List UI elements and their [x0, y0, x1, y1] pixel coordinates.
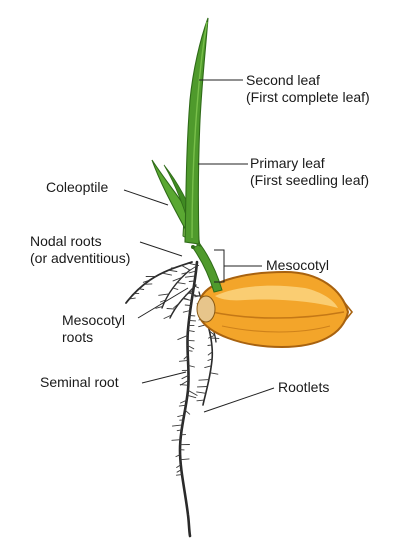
root-hair: [180, 459, 189, 460]
seminal-root: [180, 262, 197, 536]
root-hair: [185, 276, 195, 277]
root-hair: [167, 309, 175, 310]
label-mesocotyl-roots-line2: roots: [62, 329, 93, 345]
root-hair: [176, 475, 182, 476]
root-hair: [188, 390, 197, 395]
label-nodal-roots: Nodal roots (or adventitious): [30, 233, 130, 266]
root-hair: [199, 380, 209, 381]
root-hair: [179, 360, 188, 361]
root-hair: [178, 335, 188, 339]
root-hair: [189, 320, 196, 321]
label-seminal-root: Seminal root: [40, 374, 119, 390]
node: [191, 245, 195, 249]
nodal-root-left: [126, 262, 192, 303]
leader-nodal-roots: [140, 242, 182, 256]
label-rootlets: Rootlets: [278, 379, 329, 395]
root-hair: [172, 440, 181, 441]
root-hair: [189, 281, 195, 282]
label-coleoptile: Coleoptile: [46, 179, 108, 195]
root-hair: [162, 273, 172, 275]
root-hair: [139, 289, 144, 290]
leader-seminal-root: [142, 372, 186, 383]
root-hair: [173, 288, 178, 289]
label-mesocotyl-roots: Mesocotyl roots: [62, 312, 129, 345]
root-hair: [187, 395, 195, 397]
root-hair: [172, 425, 182, 426]
root-hair: [208, 345, 212, 346]
root-hair: [197, 392, 206, 393]
seed-hull: [200, 272, 348, 347]
second-leaf-blade: [185, 18, 208, 244]
root-hair: [177, 283, 185, 284]
root-hair: [168, 270, 177, 271]
leader-mesocotyl-roots: [138, 288, 188, 318]
label-nodal-roots-line1: Nodal roots: [30, 233, 102, 249]
leader-coleoptile: [124, 190, 168, 205]
label-mesocotyl: Mesocotyl: [266, 257, 329, 273]
label-second-leaf: Second leaf (First complete leaf): [246, 72, 370, 105]
label-nodal-roots-line2: (or adventitious): [30, 250, 130, 266]
label-primary-leaf-line1: Primary leaf: [250, 155, 325, 171]
label-second-leaf-line1: Second leaf: [246, 72, 320, 88]
root-hair: [159, 294, 169, 295]
root-hair: [210, 373, 218, 374]
root-hair: [182, 265, 190, 269]
embryo: [197, 296, 215, 322]
label-second-leaf-line2: (First complete leaf): [246, 89, 370, 105]
root-hair: [197, 400, 204, 401]
label-primary-leaf-line2: (First seedling leaf): [250, 172, 369, 188]
shoot: [152, 18, 222, 292]
label-mesocotyl-roots-line1: Mesocotyl: [62, 312, 125, 328]
label-primary-leaf: Primary leaf (First seedling leaf): [250, 155, 369, 188]
leader-rootlets: [204, 388, 274, 412]
root-hair: [185, 305, 191, 306]
